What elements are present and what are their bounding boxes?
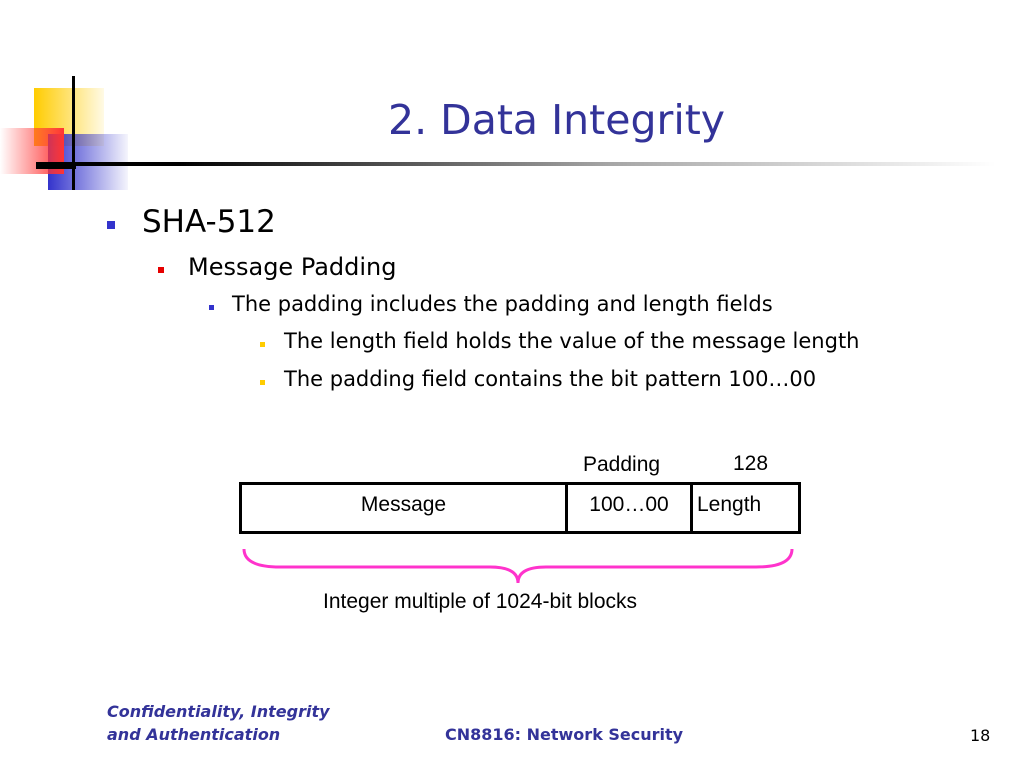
bullet-level4: The length field holds the value of the … xyxy=(260,329,860,353)
bullet-level4: The padding field contains the bit patte… xyxy=(260,367,817,391)
bullet-text: The length field holds the value of the … xyxy=(284,329,860,353)
slide-number: 18 xyxy=(970,726,991,745)
bullet-level1: SHA-512 xyxy=(107,204,276,240)
footer-course-name: CN8816: Network Security xyxy=(445,725,684,744)
decorative-squares-logo xyxy=(0,76,128,190)
bullet-text: The padding includes the padding and len… xyxy=(232,292,773,316)
bullet-text: The padding field contains the bit patte… xyxy=(284,367,817,391)
bullet-level2: Message Padding xyxy=(158,253,397,281)
footer-topic-line1: Confidentiality, Integrity xyxy=(107,702,330,721)
slide-title: 2. Data Integrity xyxy=(388,96,726,144)
padding-cell: 100…00 xyxy=(568,485,693,531)
bullet-square-icon xyxy=(158,267,164,273)
curly-brace-icon xyxy=(242,548,794,584)
bullet-square-icon xyxy=(260,342,265,347)
bullet-square-icon xyxy=(209,305,214,310)
bullet-text: SHA-512 xyxy=(142,204,276,240)
length-bits-label: 128 xyxy=(733,452,769,475)
bullet-level3: The padding includes the padding and len… xyxy=(209,292,773,316)
footer-topic-line2: and Authentication xyxy=(107,725,281,744)
bullet-square-icon xyxy=(107,221,115,229)
message-block-diagram: Message 100…00 Length xyxy=(239,482,801,534)
footer-course-topic: Confidentiality, Integrity and Authentic… xyxy=(107,700,330,746)
bullet-square-icon xyxy=(260,380,265,385)
bullet-text: Message Padding xyxy=(188,253,397,281)
message-cell: Message xyxy=(242,485,568,531)
padding-label: Padding xyxy=(583,453,661,476)
length-cell: Length xyxy=(697,493,762,516)
title-underline xyxy=(36,162,996,166)
brace-label: Integer multiple of 1024-bit blocks xyxy=(323,590,638,613)
